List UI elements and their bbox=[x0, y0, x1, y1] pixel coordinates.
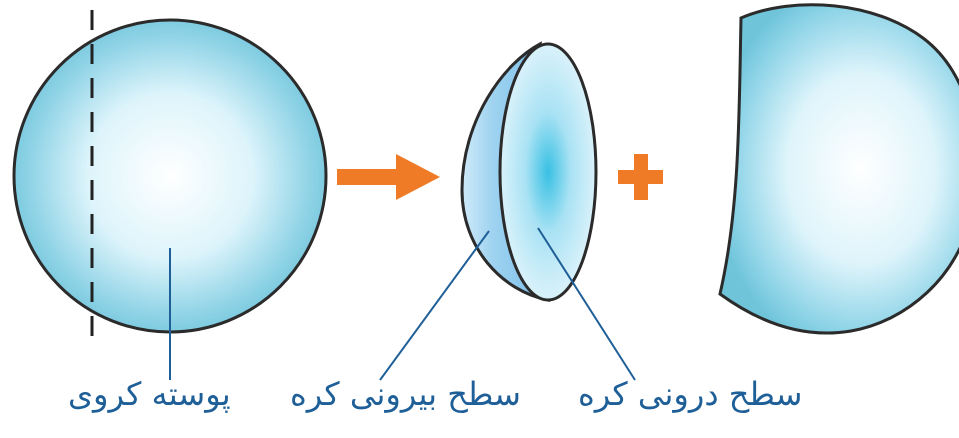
spherical-cap bbox=[379, 41, 636, 381]
arrow-shaft bbox=[337, 169, 399, 185]
transform-arrow bbox=[337, 154, 440, 200]
plus-symbol bbox=[618, 154, 663, 200]
truncated-sphere bbox=[718, 3, 959, 335]
left-sphere bbox=[12, 10, 328, 380]
outer-surface-label: سطح بیرونی کره bbox=[290, 375, 521, 413]
spherical-shell-label: پوسته کروی bbox=[68, 375, 231, 413]
right-arrow-icon bbox=[396, 154, 440, 200]
inner-surface-label: سطح درونی کره bbox=[578, 375, 803, 413]
plus-icon bbox=[634, 154, 648, 200]
outer-surface-leader-line bbox=[379, 230, 490, 381]
inner-surface-leader-line bbox=[537, 227, 636, 381]
truncated-sphere-body bbox=[718, 3, 959, 335]
inner-surface-face bbox=[498, 42, 598, 302]
